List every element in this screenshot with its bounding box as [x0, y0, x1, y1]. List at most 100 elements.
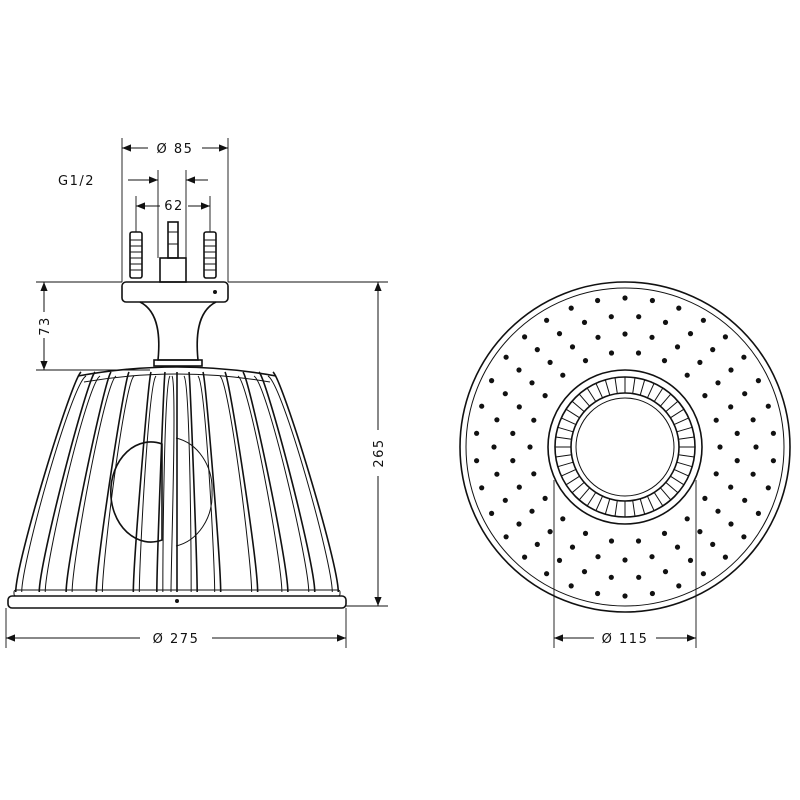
ring-segment	[565, 408, 580, 419]
nozzle	[649, 297, 656, 304]
nozzle	[522, 554, 528, 560]
nozzle	[494, 417, 500, 423]
ring-segment	[561, 468, 577, 477]
nozzle	[542, 495, 548, 501]
nozzle	[595, 590, 601, 597]
nozzle	[510, 430, 516, 436]
cage-wire-inner	[253, 375, 310, 593]
nozzle	[569, 344, 576, 350]
nozzle	[715, 380, 721, 386]
ring-segment	[670, 475, 685, 486]
cage-wire	[132, 371, 152, 593]
nozzle	[636, 574, 642, 580]
nozzle	[649, 334, 655, 340]
nozzle	[503, 354, 509, 360]
dim-outer-diameter: Ø 85	[121, 138, 229, 282]
nozzle	[531, 471, 537, 477]
nozzle	[734, 430, 740, 436]
nozzle	[582, 358, 589, 364]
nozzle	[608, 574, 614, 580]
cage-wire-inner	[44, 375, 101, 593]
nozzle	[636, 314, 642, 320]
ring-segment	[595, 495, 604, 511]
center-diameter-label: Ø 115	[602, 632, 649, 647]
nozzle	[649, 590, 656, 597]
ring-segment	[660, 487, 672, 501]
cage-wire	[95, 371, 130, 593]
nozzle	[527, 444, 533, 450]
nozzle	[608, 314, 614, 320]
nozzle	[697, 529, 703, 535]
light-ring-outer	[547, 369, 703, 525]
ring-segment	[614, 377, 618, 394]
nozzle	[516, 521, 522, 527]
nozzle	[728, 404, 734, 410]
ring-segment	[571, 400, 585, 412]
ring-segment	[595, 383, 604, 399]
nozzle	[608, 538, 615, 544]
nozzle	[662, 319, 669, 325]
head-diameter-label: Ø 275	[153, 632, 200, 647]
cage-wire	[242, 371, 289, 593]
nozzle	[755, 510, 762, 516]
nozzle	[503, 534, 509, 540]
ring-segment	[586, 492, 597, 507]
nozzle	[516, 484, 522, 490]
ring-segment	[614, 500, 618, 517]
nozzle	[649, 554, 655, 560]
nozzle	[728, 484, 734, 490]
cage-wire-inner	[219, 375, 253, 593]
cage-wire-inner	[197, 375, 216, 593]
cage-wire	[14, 371, 82, 593]
cage-wire-inner	[71, 375, 117, 593]
nozzle	[676, 305, 682, 311]
nozzle	[474, 458, 480, 464]
total-height-label: 265	[372, 438, 387, 467]
ring-segment	[678, 436, 695, 440]
ring-segment	[557, 426, 574, 433]
ring-segment	[653, 492, 664, 507]
cage-wire-inner	[101, 375, 135, 593]
ring-segment	[676, 461, 693, 468]
cage-wire	[38, 371, 96, 593]
nozzle	[547, 529, 553, 535]
nozzle	[715, 508, 721, 514]
nozzle	[595, 554, 601, 560]
cage-wire-inner	[183, 375, 192, 593]
nozzle	[661, 530, 668, 537]
nozzle	[713, 417, 719, 423]
ring-segment	[604, 498, 611, 515]
nozzle	[569, 544, 576, 550]
side-view	[7, 221, 347, 609]
ring-segment	[578, 393, 590, 407]
nozzle	[635, 350, 642, 356]
neck-height-label: 73	[38, 316, 53, 336]
nozzle	[529, 380, 535, 386]
nozzle	[684, 516, 690, 522]
nozzle	[687, 557, 694, 564]
nozzle	[494, 471, 500, 477]
cage-wire	[156, 371, 166, 593]
ring-segment	[670, 408, 685, 419]
nozzle	[755, 378, 762, 384]
nozzle	[529, 508, 535, 514]
cage-wire	[272, 371, 340, 593]
nozzle	[702, 495, 708, 501]
ring-segment	[632, 377, 636, 394]
nozzle	[560, 516, 566, 522]
mounting-plate	[121, 281, 229, 303]
dim-center-diameter: Ø 115	[553, 480, 697, 648]
nozzle	[560, 372, 566, 378]
nozzle	[742, 391, 748, 397]
ring-segment	[678, 454, 695, 458]
nozzle	[734, 458, 740, 464]
nozzle	[700, 571, 707, 577]
ring-segment	[565, 475, 580, 486]
dim-neck-height: 73	[36, 281, 150, 371]
cage-wire-inner	[267, 375, 333, 593]
ring-segment	[561, 417, 577, 426]
ring-segment	[665, 400, 679, 412]
nozzle	[700, 317, 707, 323]
ring-segment	[665, 482, 679, 494]
